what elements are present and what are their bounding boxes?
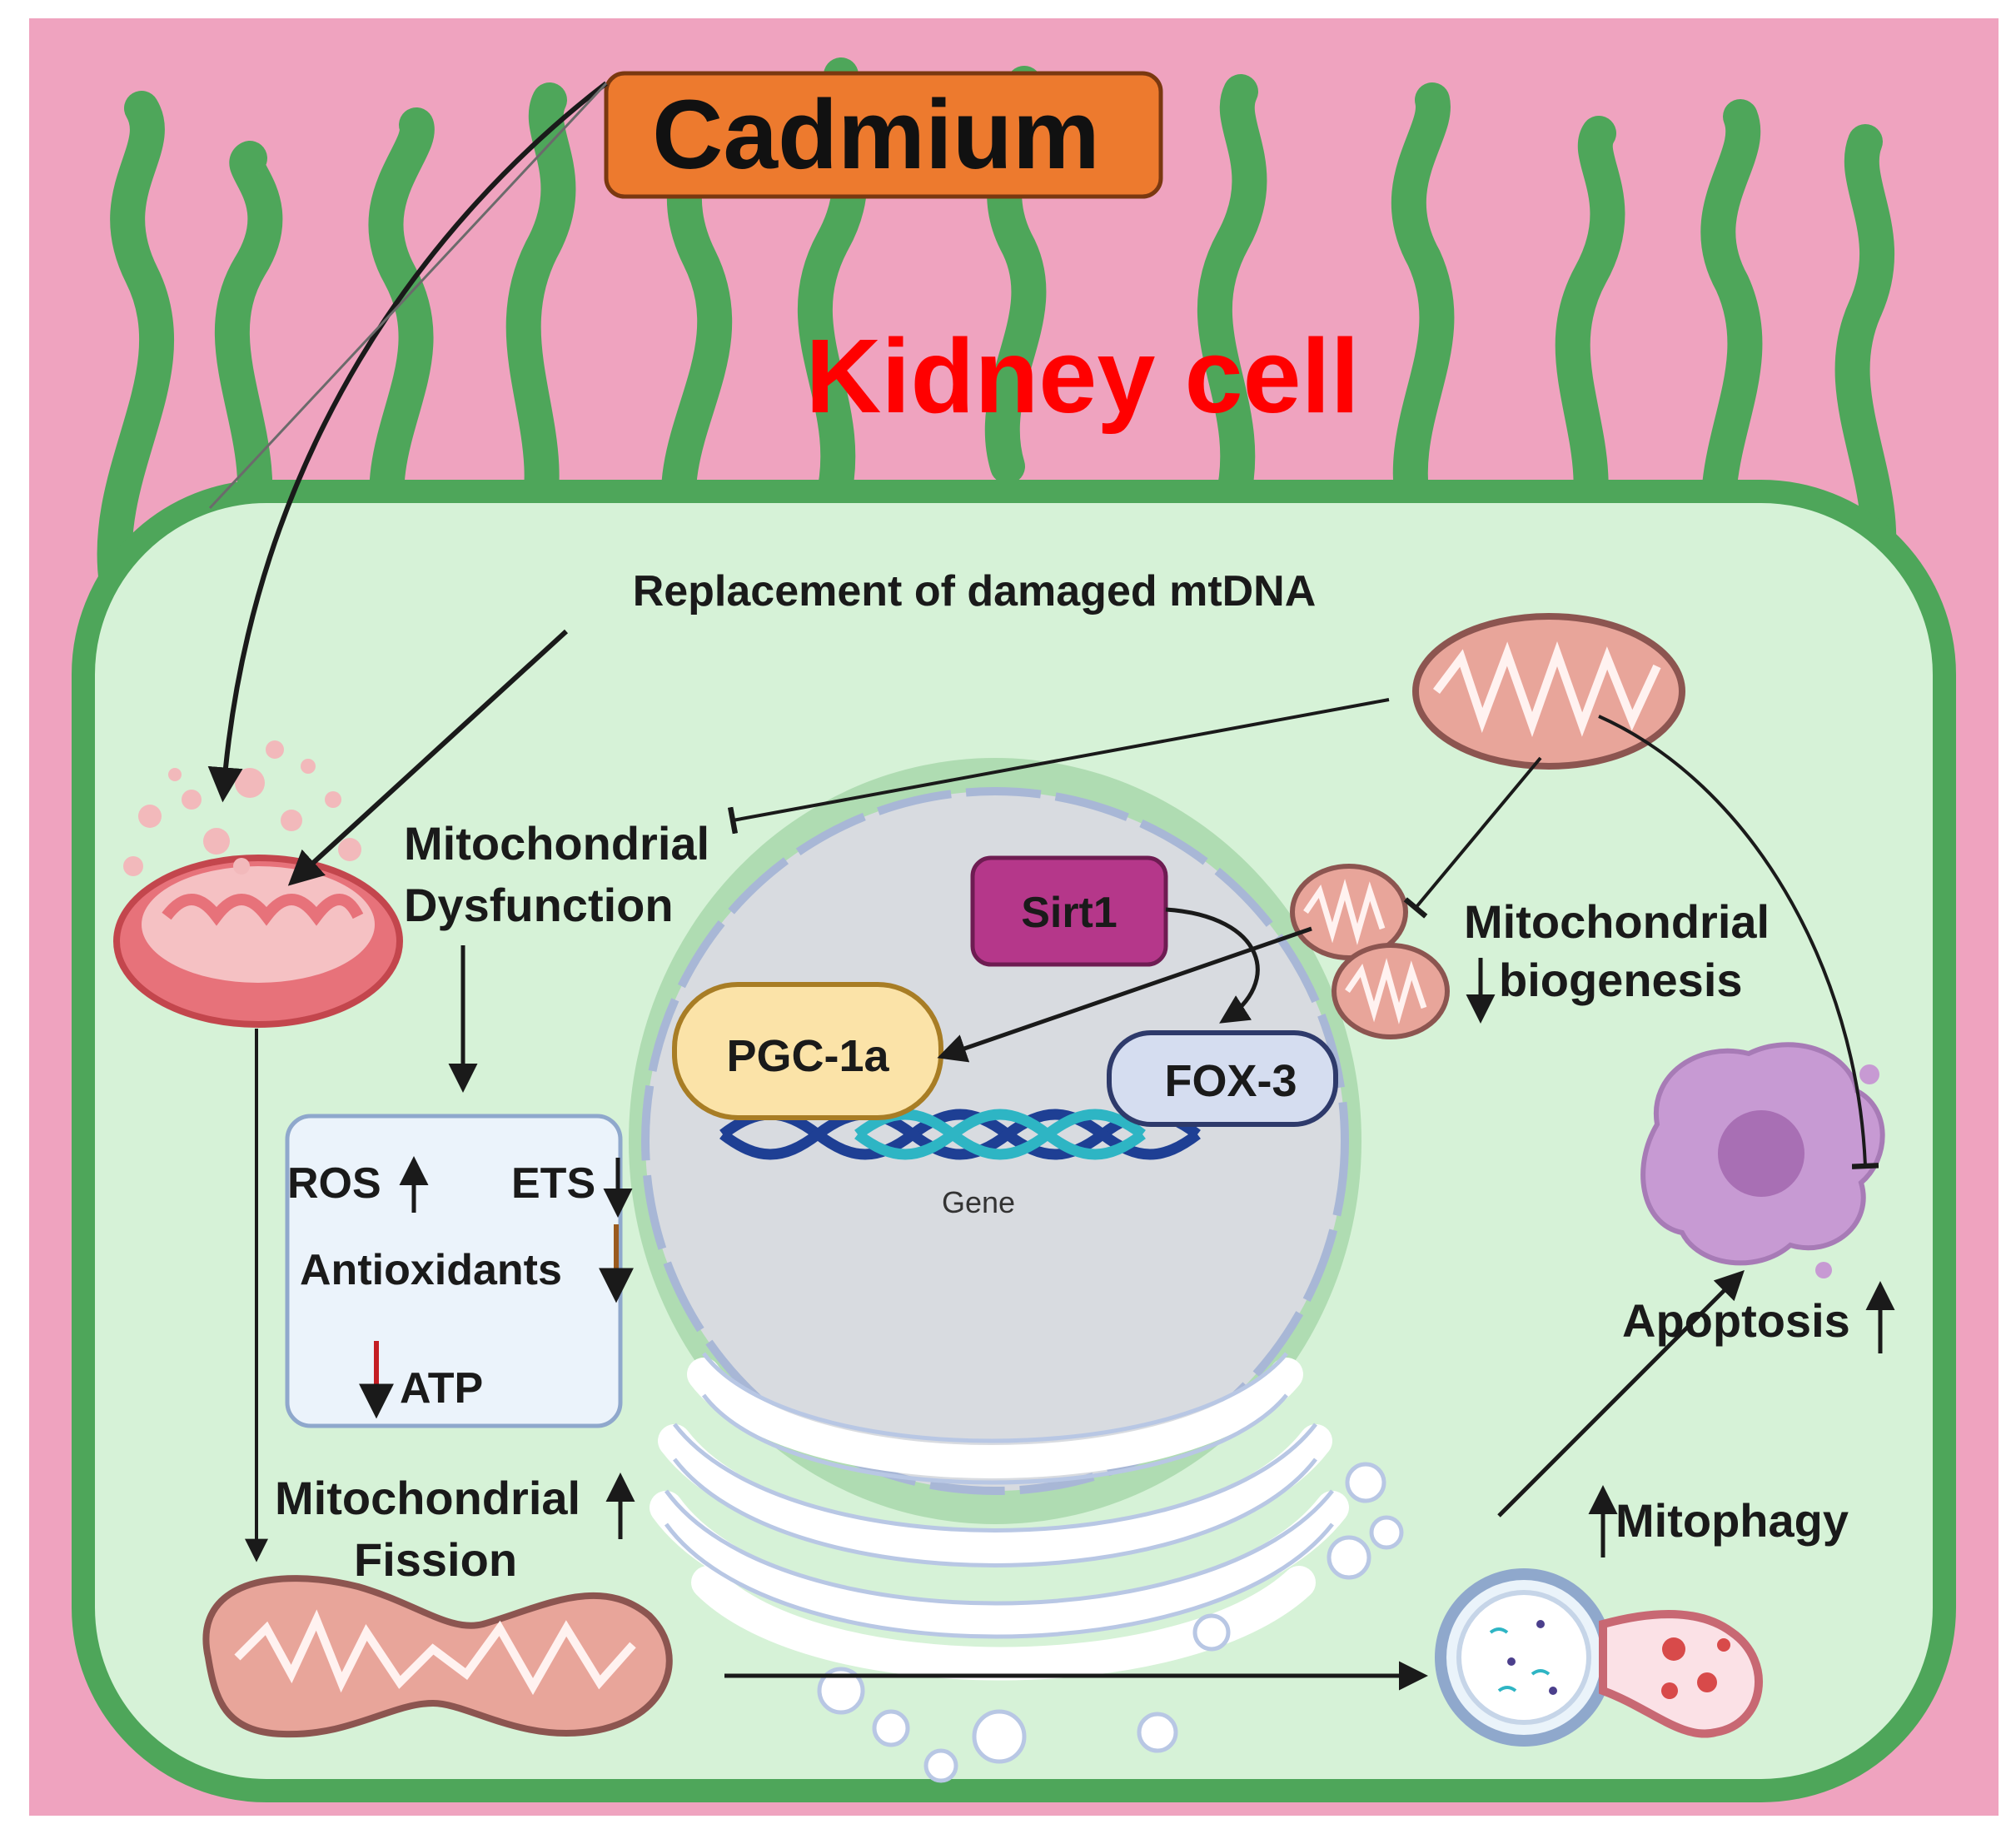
healthy-to-biogenesis-inhibit xyxy=(1403,756,1542,919)
pgc1a-label: PGC-1a xyxy=(726,1031,889,1081)
mitophagy-label: Mitophagy xyxy=(1615,1494,1849,1547)
new-mitochondria xyxy=(1290,864,1450,1039)
ets-label: ETS xyxy=(511,1159,595,1208)
damaged-mitochondrion xyxy=(113,740,403,1028)
healthy-mitochondrion xyxy=(1412,613,1685,770)
mito-biogenesis-line1: Mitochondrial xyxy=(1464,895,1770,948)
cadmium-thin-line xyxy=(208,82,608,510)
mito-dysfunction-line2: Dysfunction xyxy=(404,879,674,931)
fissioning-mitochondrion xyxy=(202,1575,673,1738)
ros-label: ROS xyxy=(287,1159,381,1208)
mito-biogenesis-line2: biogenesis xyxy=(1499,954,1743,1006)
sirt1-label: Sirt1 xyxy=(1021,889,1118,937)
atp-label: ATP xyxy=(400,1364,483,1413)
fox3-label: FOX-3 xyxy=(1164,1056,1297,1106)
fox3-box xyxy=(1107,1030,1338,1127)
golgi-apparatus xyxy=(650,1358,1349,1681)
dna-helix xyxy=(719,1109,1201,1160)
mito-to-pgc1a-arrow xyxy=(937,926,1312,1063)
autophagosome xyxy=(1435,1568,1763,1747)
replacement-arrow xyxy=(287,629,569,886)
healthy-inhibits-apoptosis xyxy=(1598,715,1879,1169)
apoptosis-label: Apoptosis xyxy=(1622,1294,1850,1347)
apoptotic-cell xyxy=(1640,1042,1885,1278)
gene-label: Gene xyxy=(942,1185,1015,1219)
sirt1-to-fox3-arrow xyxy=(1165,907,1260,1024)
vesicles xyxy=(817,1462,1404,1783)
mitophagy-to-apoptosis-arrow xyxy=(1497,1270,1745,1518)
cadmium-to-mito-arrow xyxy=(207,81,608,803)
mito-fission-line2: Fission xyxy=(354,1533,517,1586)
healthy-inhibits-dysfunction xyxy=(727,698,1390,835)
antioxidants-label: Antioxidants xyxy=(300,1246,562,1294)
mito-dysfunction-line1: Mitochondrial xyxy=(404,817,709,870)
cadmium-label: Cadmium xyxy=(652,80,1100,190)
golgi-outline xyxy=(664,1352,1334,1639)
mito-fission-line1: Mitochondrial xyxy=(275,1472,580,1524)
replacement-label: Replacement of damaged mtDNA xyxy=(633,567,1317,615)
page-title: Kidney cell xyxy=(805,317,1359,435)
cadmium-box xyxy=(604,71,1163,199)
pathway-arrows xyxy=(207,81,1879,1691)
